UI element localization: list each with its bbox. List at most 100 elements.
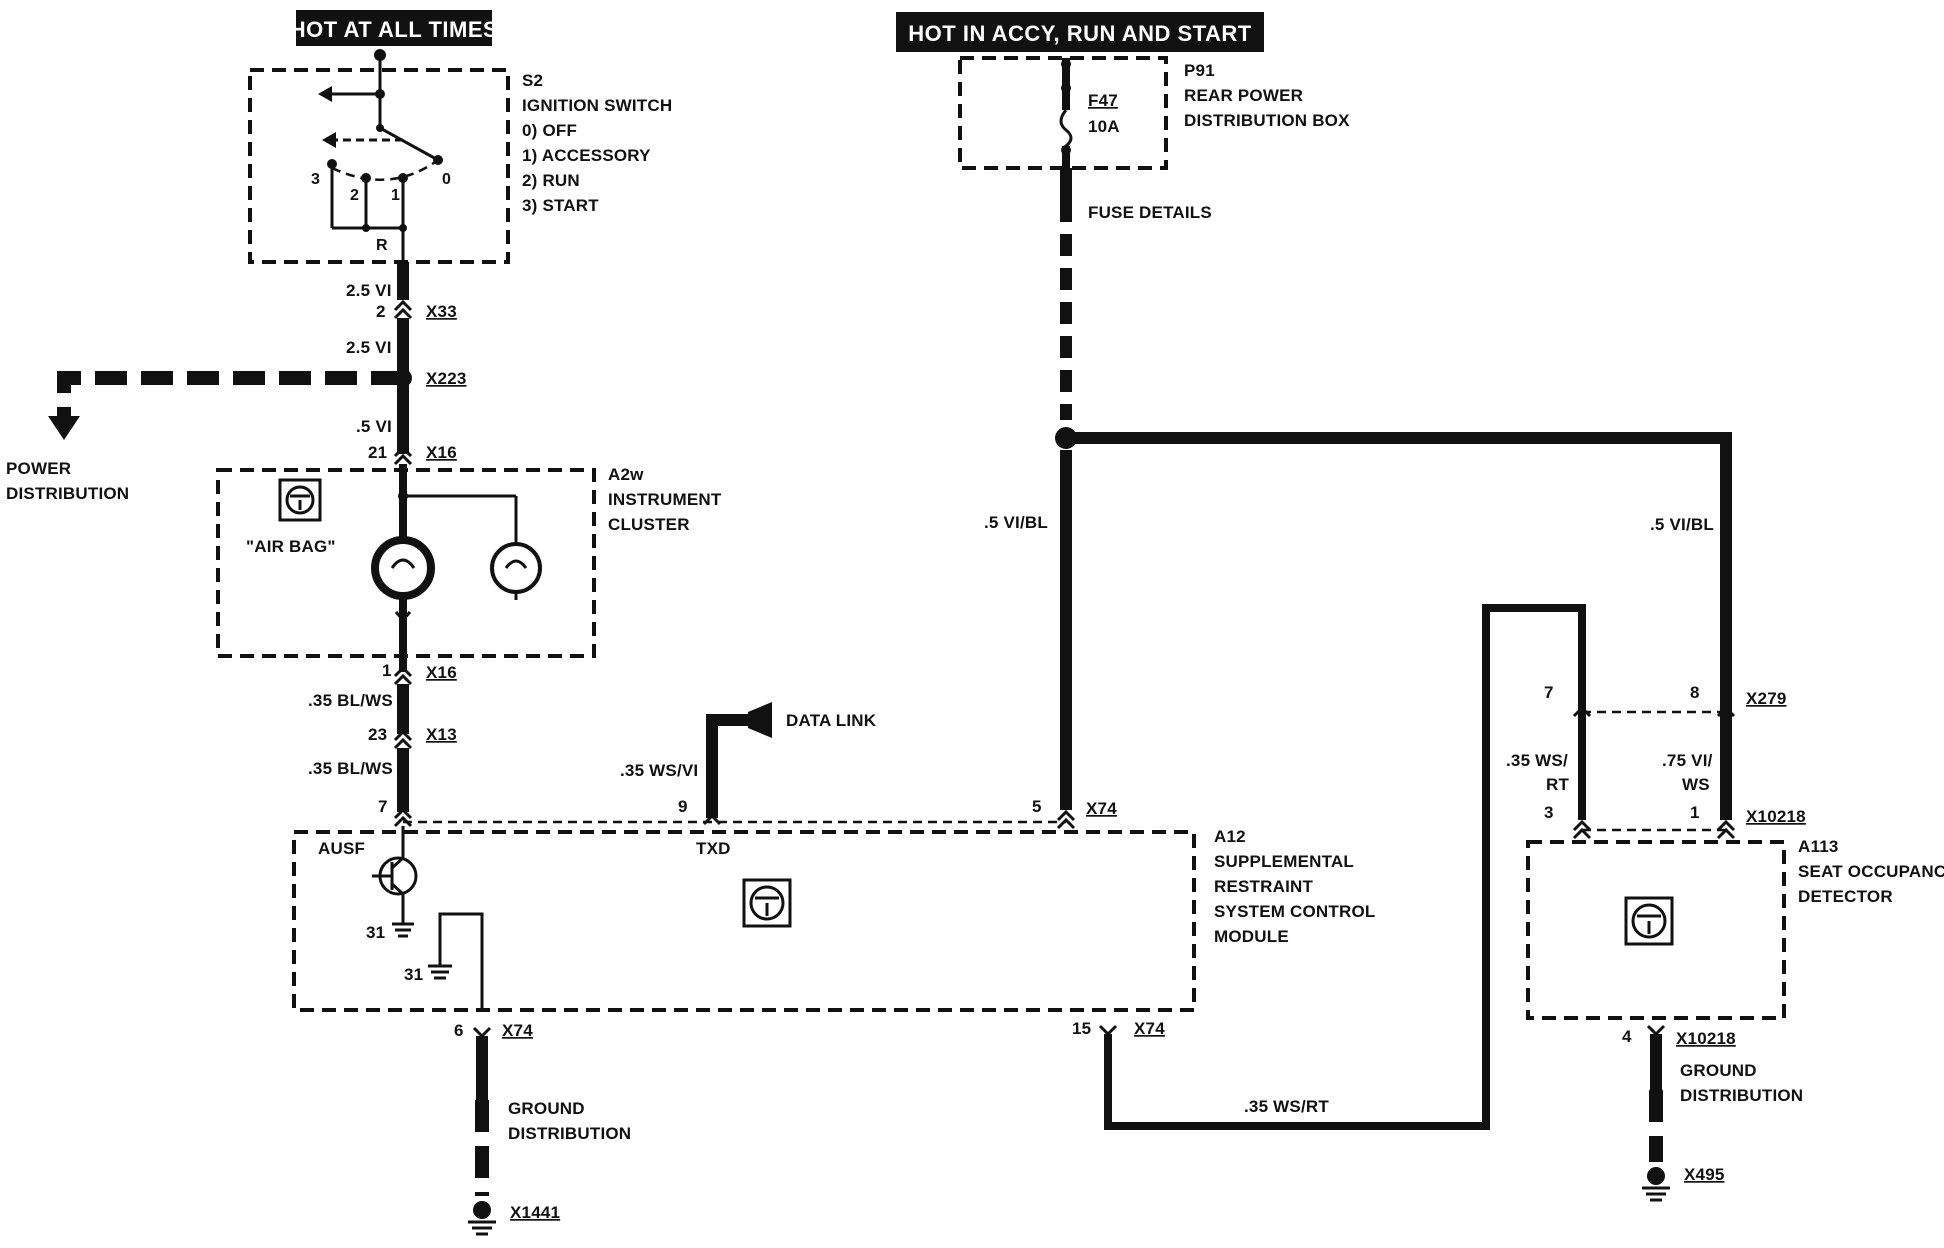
connector-x223: X223: [426, 369, 467, 388]
connector-x13: X13: [426, 725, 457, 744]
airbag-icon: [278, 478, 322, 522]
srs-module-ref: A12: [1214, 827, 1246, 846]
pin-x16-top: 21: [368, 443, 387, 462]
connector-x74-bottom-left: X74: [502, 1021, 533, 1040]
svg-text:2: 2: [350, 187, 359, 204]
svg-text:1: 1: [391, 187, 400, 204]
svg-text:HOT IN ACCY, RUN AND START: HOT IN ACCY, RUN AND START: [908, 21, 1251, 46]
wire-label-75viws: .75 VI/: [1662, 751, 1713, 770]
connector-x16-bottom: X16: [426, 663, 457, 682]
power-distribution-label-2: DISTRIBUTION: [6, 484, 129, 503]
airbag-lamp-label: "AIR BAG": [246, 537, 336, 556]
pin-a12-15: 15: [1072, 1019, 1091, 1038]
ignition-position-off: 0) OFF: [522, 121, 577, 140]
svg-text:TXD: TXD: [696, 839, 731, 858]
seat-detector-name: SEAT OCCUPANCY: [1798, 862, 1944, 881]
srs-module-name-1: SUPPLEMENTAL: [1214, 852, 1354, 871]
svg-text:HOT AT ALL TIMES: HOT AT ALL TIMES: [290, 17, 498, 42]
srs-module-name-4: MODULE: [1214, 927, 1289, 946]
svg-text:F47: F47: [1088, 91, 1118, 110]
pin-a12-5: 5: [1032, 797, 1042, 816]
pin-a113-1: 1: [1690, 803, 1700, 822]
wire-label-35wsrt-bottom: .35 WS/RT: [1244, 1097, 1329, 1116]
svg-text:AUSF: AUSF: [318, 839, 365, 858]
connector-x74-top: X74: [1086, 799, 1117, 818]
pin-x16-bottom: 1: [382, 661, 392, 680]
srs-module-name-3: SYSTEM CONTROL: [1214, 902, 1375, 921]
wire-label-35blws-a: .35 BL/WS: [308, 691, 393, 710]
seat-detector-ref: A113: [1798, 837, 1839, 856]
fuse-icon: [1059, 109, 1073, 148]
ground-distribution-label-right: GROUND: [1680, 1061, 1757, 1080]
ignition-switch: 3 2 1 0 R: [248, 49, 510, 264]
ignition-position-run: 2) RUN: [522, 171, 580, 190]
connector-x279: X279: [1746, 689, 1787, 708]
wire-label-35wsrt-right: .35 WS/: [1506, 751, 1568, 770]
wire-label-35wsvi: .35 WS/VI: [620, 761, 698, 780]
wire-label-25vi-b: 2.5 VI: [346, 338, 392, 357]
banner-hot-at-all-times: HOT AT ALL TIMES: [290, 10, 498, 46]
ignition-switch-ref: S2: [522, 71, 543, 90]
power-distribution-label: POWER: [6, 459, 71, 478]
pin-a113-4: 4: [1622, 1027, 1632, 1046]
instrument-cluster-name-2: CLUSTER: [608, 515, 690, 534]
fuse-box-name-2: DISTRIBUTION BOX: [1184, 111, 1350, 130]
wire-35wsvi: [706, 714, 752, 818]
ignition-position-start: 3) START: [522, 196, 599, 215]
power-distribution-arrow: [48, 416, 80, 440]
ground-icon: [392, 922, 414, 938]
airbag-icon: [742, 878, 792, 928]
data-link-connector: [748, 702, 772, 738]
connector-x74-bottom-right: X74: [1134, 1019, 1165, 1038]
wire-35wsrt: [1104, 604, 1586, 1130]
instrument-cluster-ref: A2w: [608, 465, 644, 484]
connector-x10218-bottom: X10218: [1676, 1029, 1736, 1048]
wire-label-5vi: .5 VI: [356, 417, 392, 436]
indicator-lamp: [490, 542, 542, 600]
svg-text:R: R: [376, 237, 388, 254]
wire-label-25vi-a: 2.5 VI: [346, 281, 392, 300]
wire-label-5vibl-right: .5 VI/BL: [1650, 515, 1714, 534]
wire-label-35wsrt-right-2: RT: [1546, 775, 1569, 794]
ground-x495-icon: [1642, 1167, 1670, 1202]
pin-x279-8: 8: [1690, 683, 1700, 702]
pin-x279-7: 7: [1544, 683, 1554, 702]
ground-distribution-label-left-2: DISTRIBUTION: [508, 1124, 631, 1143]
wire-label-5vibl-left: .5 VI/BL: [984, 513, 1048, 532]
airbag-warning-lamp: [371, 530, 435, 620]
pin-a12-9: 9: [678, 797, 688, 816]
pin-x13: 23: [368, 725, 387, 744]
connector-x10218-top: X10218: [1746, 807, 1806, 826]
fuse-box-ref: P91: [1184, 61, 1215, 80]
pin-x33: 2: [376, 302, 386, 321]
data-link-label: DATA LINK: [786, 711, 877, 730]
fuse-details-label: FUSE DETAILS: [1088, 203, 1212, 222]
transistor-icon: [372, 826, 418, 924]
wire-label-35blws-b: .35 BL/WS: [308, 759, 393, 778]
ground-icon: [428, 950, 452, 980]
svg-text:0: 0: [442, 171, 451, 188]
wire-power-distribution: [57, 371, 403, 418]
connector-x33: X33: [426, 302, 457, 321]
svg-text:3: 3: [311, 171, 320, 188]
svg-text:10A: 10A: [1088, 117, 1120, 136]
wire-label-75viws-2: WS: [1682, 775, 1710, 794]
rear-power-distribution-box: F47 10A: [958, 56, 1168, 170]
seat-occupancy-detector: [1526, 840, 1786, 1020]
pin-a113-3: 3: [1544, 803, 1554, 822]
ground-x1441-icon: [468, 1201, 496, 1236]
ground-distribution-label-left: GROUND: [508, 1099, 585, 1118]
wire-5vibl-right: [1066, 432, 1732, 700]
pin-a12-6: 6: [454, 1021, 464, 1040]
srs-module-name-2: RESTRAINT: [1214, 877, 1313, 896]
seat-detector-name-2: DETECTOR: [1798, 887, 1893, 906]
connector-x16-top: X16: [426, 443, 457, 462]
connector-x1441: X1441: [510, 1203, 560, 1222]
connector-x495: X495: [1684, 1165, 1725, 1184]
ground-distribution-label-right-2: DISTRIBUTION: [1680, 1086, 1803, 1105]
svg-text:31: 31: [404, 965, 423, 984]
pin-a12-7: 7: [378, 797, 388, 816]
srs-control-module: AUSF TXD 31 31: [292, 820, 1196, 1012]
airbag-icon: [1624, 896, 1674, 946]
